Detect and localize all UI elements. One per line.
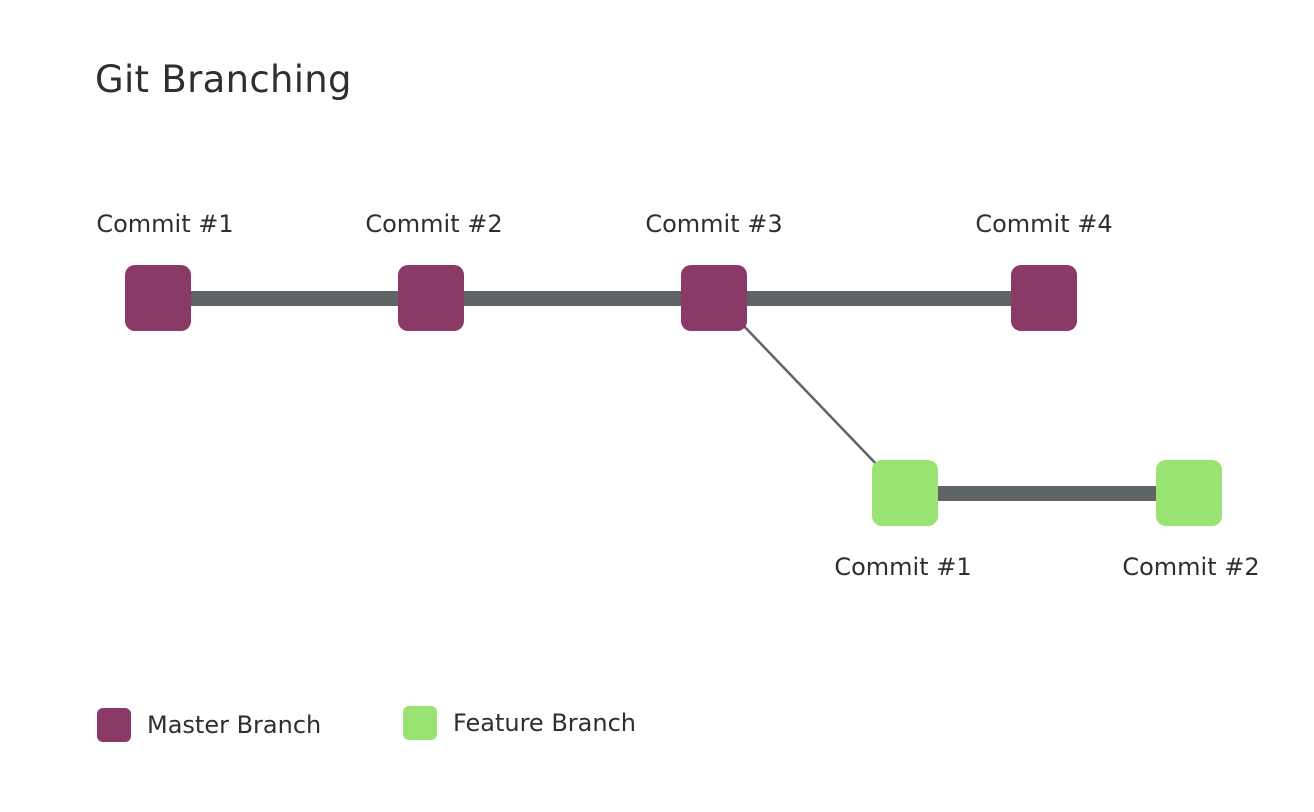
commit-label: Commit #2 xyxy=(1122,553,1259,581)
commit-label: Commit #1 xyxy=(96,210,233,238)
feature-commit-1: Commit #1 xyxy=(834,460,972,581)
master-commit-4: Commit #4 xyxy=(975,210,1113,331)
master-commit-3: Commit #3 xyxy=(645,210,783,331)
commit-label: Commit #1 xyxy=(834,553,971,581)
commit-label: Commit #4 xyxy=(975,210,1112,238)
legend-feature: Feature Branch xyxy=(403,706,636,740)
master-commit-1: Commit #1 xyxy=(96,210,234,331)
commit-label: Commit #2 xyxy=(365,210,502,238)
master-swatch xyxy=(97,708,131,742)
commit-label: Commit #3 xyxy=(645,210,782,238)
master-commit-2: Commit #2 xyxy=(365,210,503,331)
branch-connector xyxy=(739,321,881,469)
feature-swatch xyxy=(403,706,437,740)
feature-commit-2: Commit #2 xyxy=(1122,460,1260,581)
legend-label: Feature Branch xyxy=(453,709,636,737)
page-title: Git Branching xyxy=(95,58,352,101)
legend-master: Master Branch xyxy=(97,708,321,742)
legend-label: Master Branch xyxy=(147,711,322,739)
master-branch-line xyxy=(158,291,1044,306)
feature-branch-line xyxy=(905,486,1189,501)
